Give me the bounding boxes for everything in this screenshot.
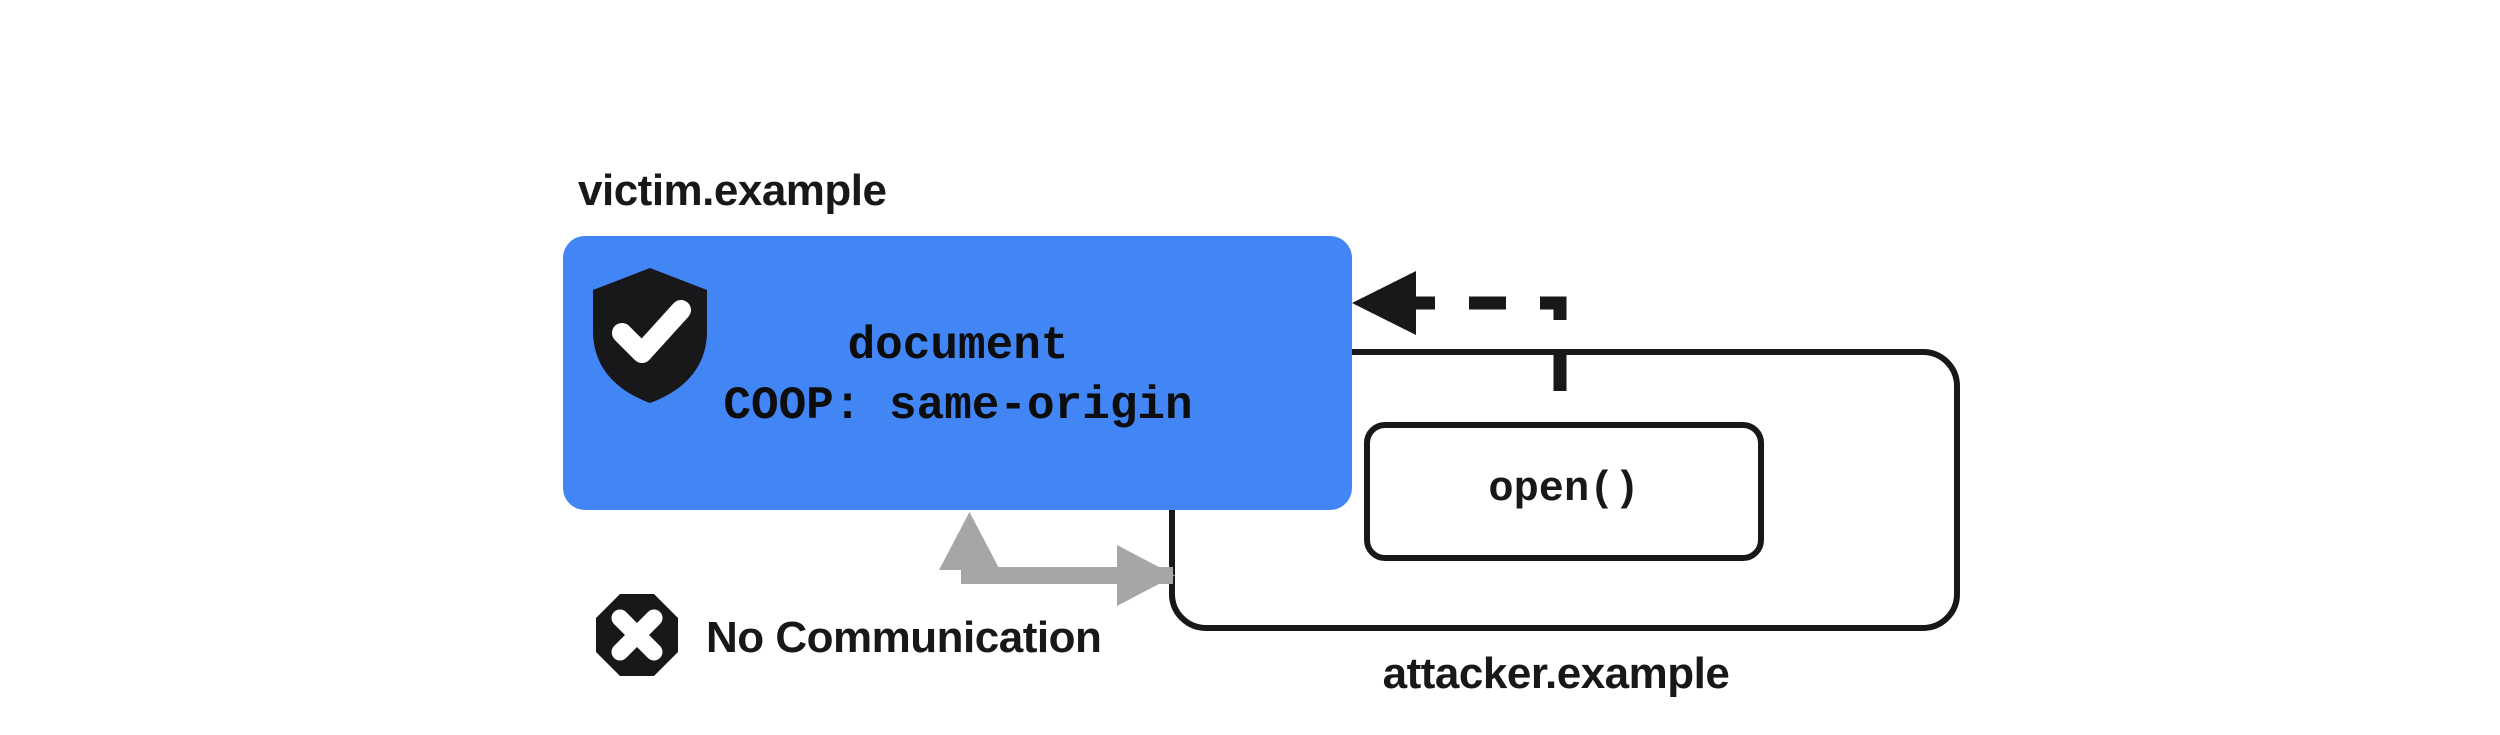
victim-example-title: victim.example bbox=[578, 166, 887, 215]
open-arrowhead bbox=[1352, 271, 1416, 335]
open-call-label: open() bbox=[1488, 465, 1639, 513]
arrowhead-up bbox=[939, 512, 1000, 570]
open-call-box bbox=[1364, 422, 1764, 561]
arrowhead-right bbox=[1117, 545, 1175, 606]
open-dashed-arrow bbox=[1352, 271, 1567, 425]
attacker-example-title: attacker.example bbox=[1383, 649, 1730, 698]
no-communication-label: No Communication bbox=[706, 613, 1101, 662]
octagon-x-icon bbox=[596, 594, 678, 676]
victim-document-box bbox=[563, 236, 1352, 510]
victim-document-line1: document bbox=[848, 320, 1069, 372]
shield-check-icon bbox=[593, 268, 707, 403]
victim-coop-line2: COOP: same-origin bbox=[723, 380, 1192, 432]
no-communication-arrow bbox=[939, 512, 1175, 606]
